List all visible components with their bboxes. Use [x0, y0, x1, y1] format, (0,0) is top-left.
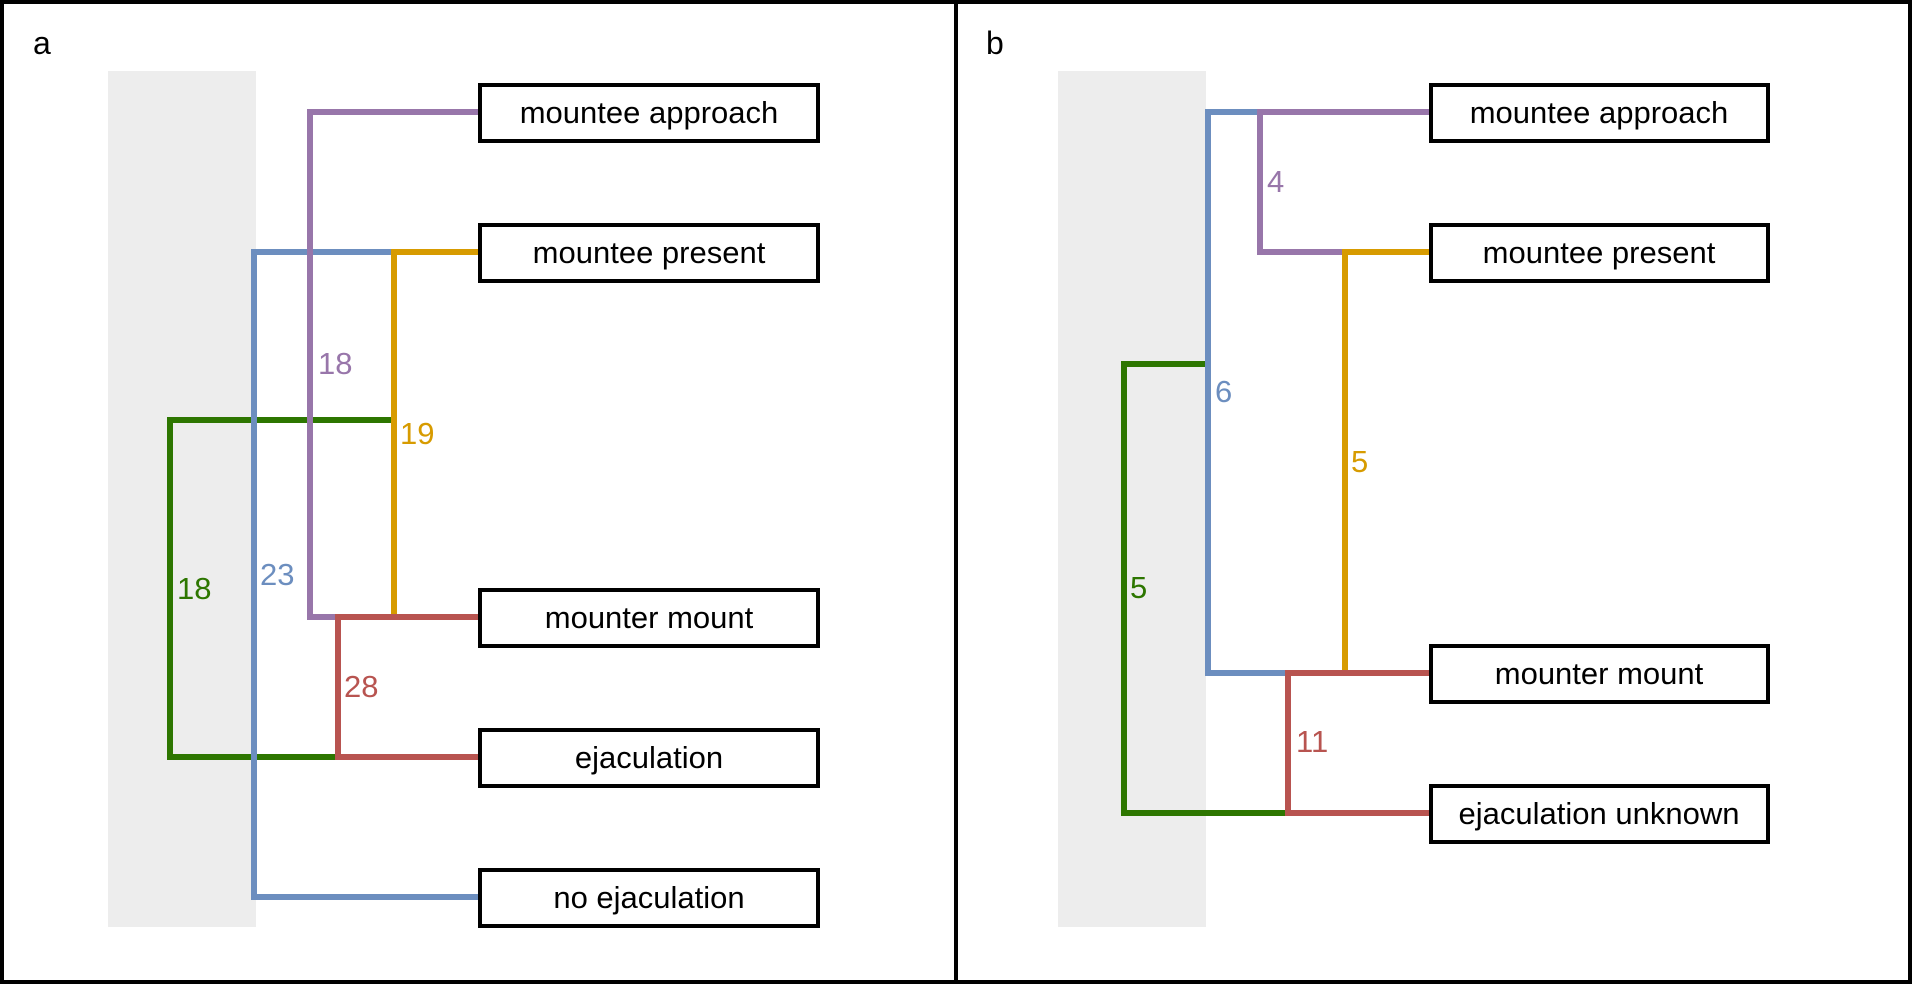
node-a-no-ejaculation: no ejaculation: [478, 868, 820, 928]
node-b-mountee-present: mountee present: [1429, 223, 1770, 283]
edge-label-b-red: 11: [1296, 724, 1328, 759]
panel-a: a 18 19 23 28 18 mountee approach mounte…: [33, 25, 820, 928]
edge-b-green: [1121, 361, 1288, 816]
edge-label-b-green: 5: [1130, 570, 1147, 605]
node-label: no ejaculation: [553, 880, 744, 915]
node-label: mountee present: [1483, 235, 1716, 270]
node-label: mountee present: [533, 235, 766, 270]
panel-b: b 4 5 6 11 5 mountee approach mountee pr…: [986, 25, 1770, 927]
edge-a-blue: [251, 249, 478, 900]
edge-label-a-red: 28: [344, 669, 378, 704]
edge-a-purple: [307, 109, 478, 620]
edge-a-red: [335, 614, 478, 760]
node-a-mountee-present: mountee present: [478, 223, 820, 283]
edge-label-a-blue: 23: [260, 557, 294, 592]
edge-b-purple: [1257, 109, 1429, 255]
node-label: ejaculation: [575, 740, 723, 775]
edge-a-orange: [391, 249, 478, 617]
node-b-ejaculation-unknown: ejaculation unknown: [1429, 784, 1770, 844]
edge-b-blue: [1205, 109, 1288, 676]
node-b-mountee-approach: mountee approach: [1429, 83, 1770, 143]
node-label: mountee approach: [520, 95, 779, 130]
node-label: mounter mount: [1495, 656, 1704, 691]
edge-label-b-orange: 5: [1351, 444, 1368, 479]
panel-b-shaded-band: [1058, 71, 1206, 927]
edge-label-a-green: 18: [177, 571, 211, 606]
panel-b-letter: b: [986, 25, 1004, 61]
node-label: mounter mount: [545, 600, 754, 635]
edge-label-b-purple: 4: [1267, 164, 1284, 199]
edge-label-a-orange: 19: [400, 416, 434, 451]
edge-label-b-blue: 6: [1215, 374, 1232, 409]
panel-a-letter: a: [33, 25, 51, 61]
edge-b-orange: [1342, 249, 1429, 673]
panel-a-shaded-band: [108, 71, 256, 927]
node-a-mountee-approach: mountee approach: [478, 83, 820, 143]
node-b-mounter-mount: mounter mount: [1429, 644, 1770, 704]
edge-b-red: [1285, 670, 1429, 816]
node-label: mountee approach: [1470, 95, 1729, 130]
edge-label-a-purple: 18: [318, 346, 352, 381]
node-a-ejaculation: ejaculation: [478, 728, 820, 788]
node-label: ejaculation unknown: [1459, 796, 1740, 831]
node-a-mounter-mount: mounter mount: [478, 588, 820, 648]
